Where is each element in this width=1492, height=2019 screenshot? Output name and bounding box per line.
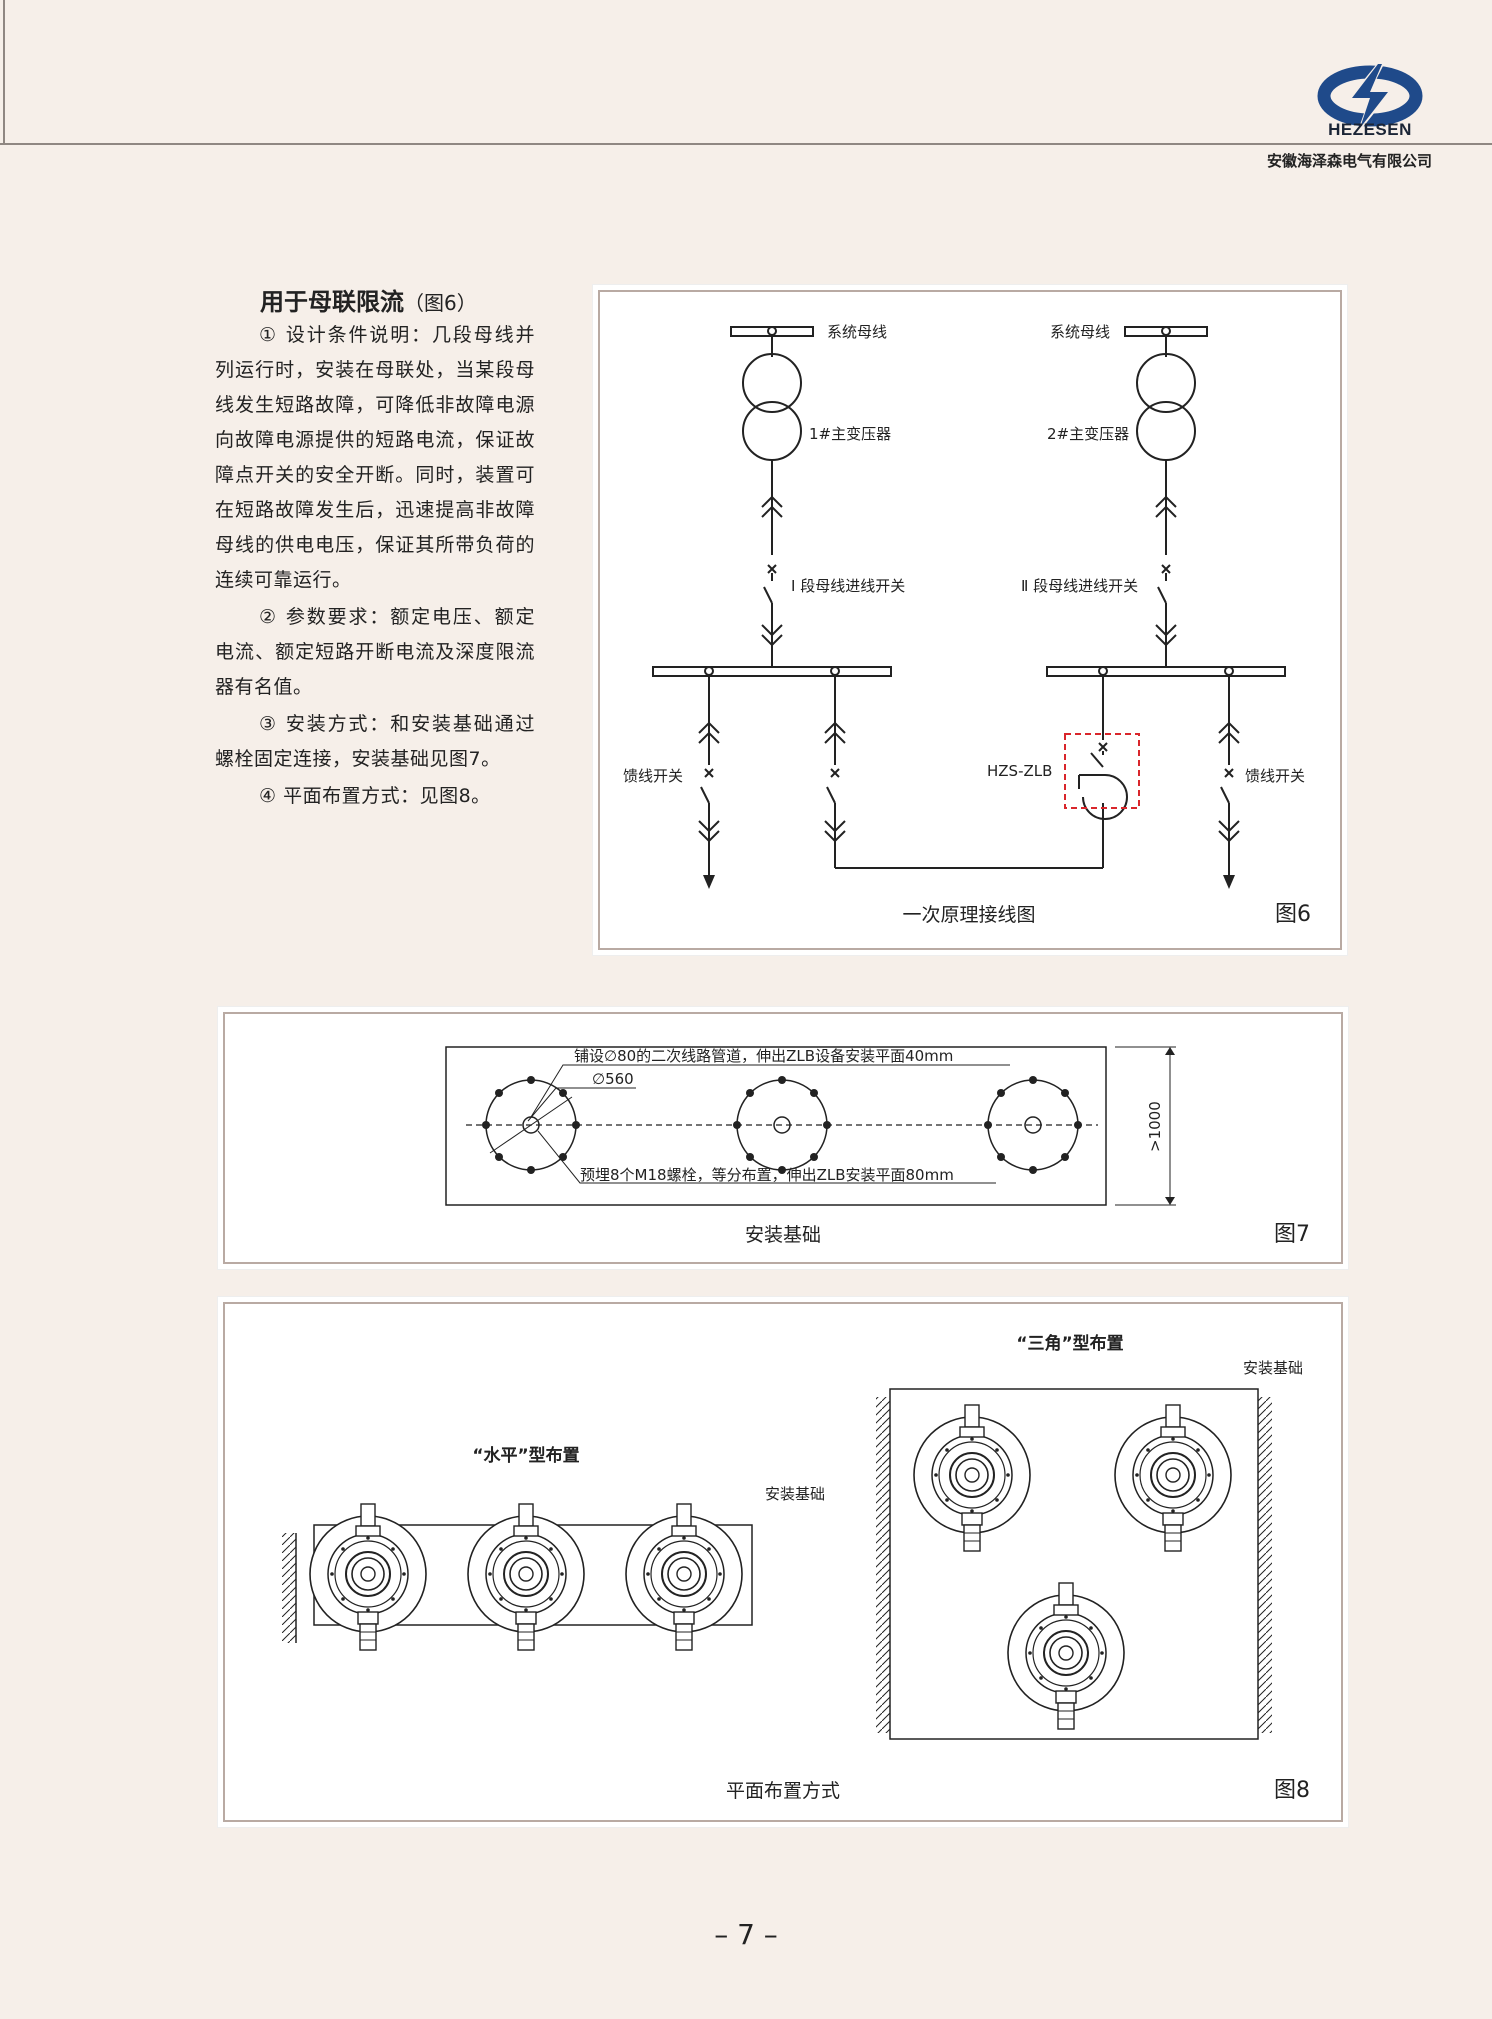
fig7-dimension-label: >1000 (1146, 1101, 1164, 1152)
page-number: – 7 – (714, 1918, 778, 1951)
company-name: 安徽海泽森电气有限公司 (1266, 152, 1432, 170)
section-description: ① 设计条件说明：几段母线并列运行时，安装在母联处，当某段母线发生短路故障，可降… (215, 318, 535, 816)
fig6-device-label: HZS-ZLB (987, 762, 1052, 780)
section-title-text: 用于母联限流 (260, 288, 404, 316)
header-corner-rule (3, 0, 5, 145)
fig8-foundation-label-triangle: 安装基础 (1243, 1359, 1303, 1377)
fig6-caption: 一次原理接线图 (902, 904, 1035, 926)
section-title: 用于母联限流（图6） (260, 282, 477, 317)
fig8-diagram: “水平”型布置 “三角”型布置 安装基础 安装基础 平面布置方式 图8 (223, 1302, 1343, 1822)
fig6-transformer-left-label: 1#主变压器 (809, 425, 891, 443)
brand-name: HEZESEN (1328, 120, 1412, 139)
fig8-panel: “水平”型布置 “三角”型布置 安装基础 安装基础 平面布置方式 图8 (217, 1296, 1349, 1828)
fig8-caption: 平面布置方式 (726, 1780, 840, 1802)
fig7-bolts-note: 预埋8个M18螺栓，等分布置，伸出ZLB安装平面80mm (580, 1166, 954, 1184)
fig6-diagram: 系统母线 系统母线 1#主变压器 2#主变压器 Ⅰ 段母线进线开关 Ⅱ 段母线进… (598, 290, 1342, 950)
fig8-label: 图8 (1274, 1778, 1310, 1803)
header-rule (0, 143, 1492, 145)
fig7-diagram: 铺设∅80的二次线路管道，伸出ZLB设备安装平面40mm ∅560 预埋8个M1… (223, 1012, 1343, 1264)
desc-paragraph: ② 参数要求：额定电压、额定电流、额定短路开断电流及深度限流器有名值。 (215, 606, 535, 698)
fig7-diameter-note: ∅560 (592, 1070, 634, 1088)
device-highlight-box (1064, 733, 1140, 809)
fig6-switch-left-label: Ⅰ 段母线进线开关 (791, 577, 905, 595)
fig8-triangle-title: “三角”型布置 (1016, 1333, 1123, 1354)
fig6-label: 图6 (1275, 902, 1311, 927)
desc-paragraph: ④ 平面布置方式：见图8。 (259, 785, 491, 807)
fig6-bus-left-label: 系统母线 (827, 323, 887, 341)
fig7-label: 图7 (1274, 1222, 1310, 1247)
fig6-switch-right-label: Ⅱ 段母线进线开关 (1021, 577, 1138, 595)
fig6-feeder-right-label: 馈线开关 (1245, 767, 1305, 785)
fig6-panel: 系统母线 系统母线 1#主变压器 2#主变压器 Ⅰ 段母线进线开关 Ⅱ 段母线进… (592, 284, 1348, 956)
lightning-circle-logo-icon (1317, 60, 1423, 136)
fig7-caption: 安装基础 (745, 1224, 821, 1246)
desc-paragraph: ③ 安装方式：和安装基础通过螺栓固定连接，安装基础见图7。 (215, 713, 535, 770)
fig6-bus-right-label: 系统母线 (1050, 323, 1110, 341)
fig8-horizontal-title: “水平”型布置 (472, 1445, 579, 1466)
fig6-transformer-right-label: 2#主变压器 (1047, 425, 1129, 443)
fig7-panel: 铺设∅80的二次线路管道，伸出ZLB设备安装平面40mm ∅560 预埋8个M1… (217, 1006, 1349, 1270)
desc-paragraph: ① 设计条件说明：几段母线并列运行时，安装在母联处，当某段母线发生短路故障，可降… (215, 324, 535, 591)
fig7-pipe-note: 铺设∅80的二次线路管道，伸出ZLB设备安装平面40mm (574, 1047, 953, 1065)
fig6-feeder-left-label: 馈线开关 (623, 767, 683, 785)
fig8-foundation-label-horizontal: 安装基础 (765, 1485, 825, 1503)
section-title-ref: （图6） (404, 291, 477, 315)
